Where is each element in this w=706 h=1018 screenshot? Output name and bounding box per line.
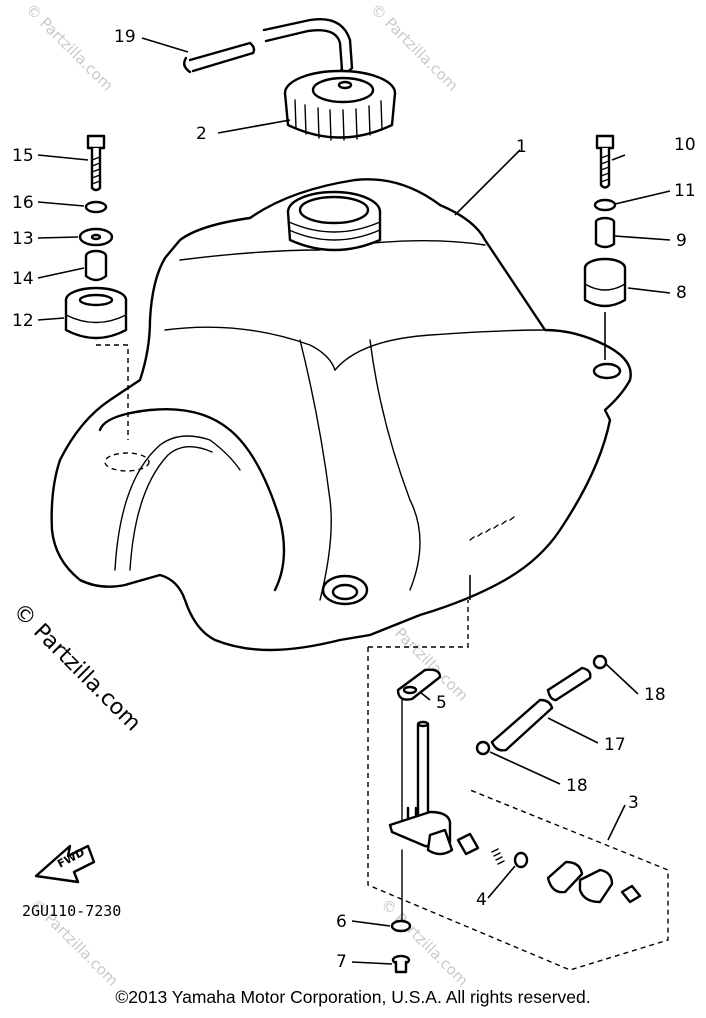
fuel-cock-group-outline <box>367 600 669 971</box>
callout-15: 15 <box>12 146 34 166</box>
watermark: © Partzilla.com <box>22 0 117 95</box>
left-mount-leader <box>96 344 129 440</box>
callout-18b: 18 <box>566 776 588 796</box>
left-collar-14 <box>84 249 108 282</box>
left-mount-bolt-15 <box>86 134 106 192</box>
fuel-hose-17 <box>490 666 592 752</box>
callout-6: 6 <box>336 912 347 932</box>
callout-9: 9 <box>676 231 687 251</box>
callout-16: 16 <box>12 193 34 213</box>
callout-3: 3 <box>628 793 639 813</box>
hose-clip-18b <box>475 740 491 756</box>
diagram-code: 2GU110-7230 <box>22 902 121 920</box>
right-damper-8 <box>583 257 627 308</box>
right-mount-bolt-10 <box>595 134 615 189</box>
side-watermark: © Partzilla.com <box>8 599 146 737</box>
fuel-tank-1 <box>50 178 632 652</box>
copyright-notice: ©2013 Yamaha Motor Corporation, U.S.A. A… <box>115 987 591 1007</box>
callout-10: 10 <box>674 135 696 155</box>
callout-leaders <box>37 37 671 965</box>
fuel-cock-lever <box>546 860 642 904</box>
callout-12: 12 <box>12 311 34 331</box>
right-spring-washer-11 <box>593 198 617 212</box>
left-damper-12 <box>64 286 128 340</box>
fuel-cock-internals-4 <box>456 832 529 869</box>
callout-numbers: 1 2 3 4 5 6 7 8 9 10 11 12 13 14 15 16 1… <box>12 27 696 972</box>
callout-1: 1 <box>516 137 527 157</box>
callout-13: 13 <box>12 229 34 249</box>
callout-14: 14 <box>12 269 34 289</box>
fuel-cock-body <box>388 720 454 856</box>
fuel-cap-2 <box>283 69 397 141</box>
callout-11: 11 <box>674 181 696 201</box>
left-spring-washer-16 <box>84 200 108 214</box>
callout-18a: 18 <box>644 685 666 705</box>
vent-hose-19 <box>183 18 354 74</box>
callout-2: 2 <box>196 124 207 144</box>
callout-19: 19 <box>114 27 136 47</box>
fuel-cock-gasket-5 <box>396 668 442 701</box>
left-washer-13 <box>78 227 114 247</box>
hose-clip-18a <box>592 654 608 670</box>
fwd-arrow-icon: FWD <box>34 844 96 884</box>
callout-5: 5 <box>436 693 447 713</box>
right-collar-9 <box>594 216 616 249</box>
drain-screw-7 <box>391 954 411 974</box>
callout-8: 8 <box>676 283 687 303</box>
callout-17: 17 <box>604 735 626 755</box>
callout-4: 4 <box>476 890 487 910</box>
callout-7: 7 <box>336 952 347 972</box>
drain-washer-6 <box>390 919 412 933</box>
